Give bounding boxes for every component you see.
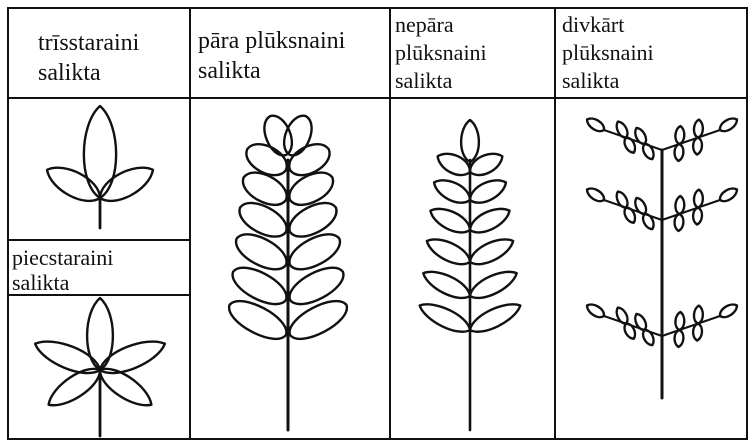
- header-bipinnate-line-3: salikta: [562, 68, 620, 93]
- header-imparipinnate-line-1: nepāra: [395, 12, 454, 37]
- header-imparipinnate-line-3: salikta: [395, 68, 453, 93]
- header-trifoliate-line-2: salikta: [38, 60, 101, 86]
- header-bipinnate-line-1: divkārt: [562, 12, 624, 37]
- header-imparipinnate-line-2: plūksnaini: [395, 40, 487, 65]
- palmate-label-line-1: piecstaraini: [12, 245, 113, 270]
- header-paripinnate-line-1: pāra plūksnaini: [198, 28, 346, 54]
- header-trifoliate-line-1: trīsstaraini: [38, 30, 140, 56]
- palmate-label-line-2: salikta: [12, 270, 70, 295]
- header-bipinnate-line-2: plūksnaini: [562, 40, 654, 65]
- header-paripinnate-line-2: salikta: [198, 58, 261, 84]
